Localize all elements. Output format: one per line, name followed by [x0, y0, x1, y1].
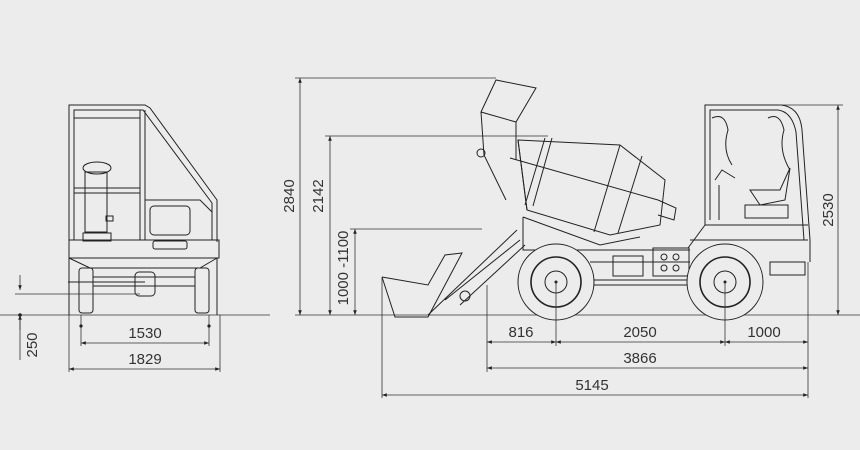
- dim-label-2142: 2142: [310, 179, 327, 212]
- dim-label-1829: 1829: [128, 351, 161, 368]
- dimension-front-overhang: 816: [487, 324, 556, 344]
- dimension-drum-height: 2142: [310, 135, 548, 315]
- dim-label-2050: 2050: [623, 324, 656, 341]
- dimension-length-without-bucket: 3866: [487, 350, 808, 370]
- dim-label-1000: 1000: [747, 324, 780, 341]
- dim-label-5145: 5145: [575, 377, 608, 394]
- dimension-loading-height: 1000 -1100: [335, 228, 482, 315]
- dimension-wheelbase: 2050: [556, 324, 725, 344]
- dim-label-816: 816: [508, 324, 533, 341]
- dimension-overall-length: 5145: [382, 377, 808, 397]
- dimension-track: 1530: [79, 315, 211, 346]
- side-view: [381, 79, 811, 321]
- dimension-cab-height: 2530: [778, 104, 843, 315]
- dimension-horizontal-extensions: [381, 262, 809, 398]
- dimension-rear-overhang: 1000: [725, 324, 808, 344]
- dimension-overall-width: 1829: [68, 315, 221, 372]
- dim-label-3866: 3866: [623, 350, 656, 367]
- dim-label-1530: 1530: [128, 325, 161, 342]
- dim-label-2530: 2530: [820, 193, 837, 226]
- dimension-ground-clearance: 250: [15, 275, 140, 360]
- dim-label-1000-1100: 1000 -1100: [335, 231, 352, 306]
- dim-label-2840: 2840: [281, 179, 298, 212]
- front-view: [68, 104, 220, 315]
- dimension-max-height: 2840: [281, 77, 496, 315]
- dim-label-250: 250: [24, 332, 41, 357]
